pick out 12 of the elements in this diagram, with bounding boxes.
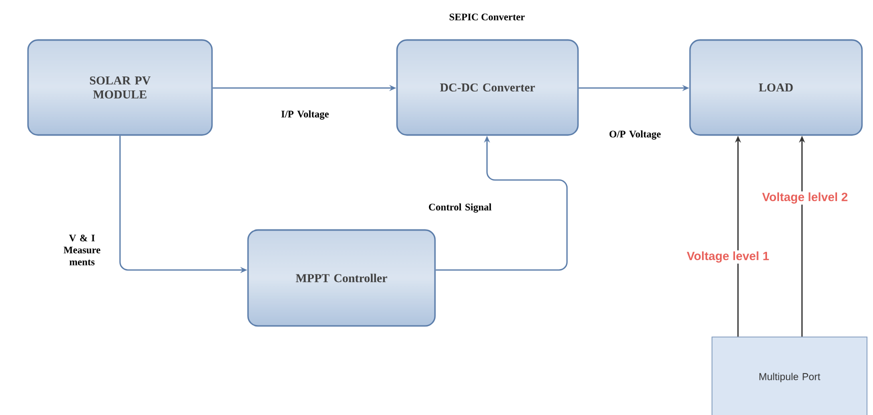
edge-label: V & I Measure ments (64, 234, 100, 266)
port-box: Multipule Port (712, 336, 868, 415)
edge-label: I/P Voltage (281, 110, 329, 120)
edge-label: Voltage lelvel 2 (761, 191, 849, 205)
block-box: SOLAR PV MODULE (27, 39, 213, 136)
node-label: SEPIC Converter (450, 14, 525, 20)
block-box: LOAD (689, 39, 863, 136)
block-box: MPPT Controller (247, 229, 436, 327)
block-box: DC-DC Converter (396, 39, 579, 136)
edge-label: Control Signal (428, 203, 492, 213)
edge-label: O/P Voltage (610, 130, 661, 140)
edge-label: Voltage level 1 (686, 250, 770, 264)
